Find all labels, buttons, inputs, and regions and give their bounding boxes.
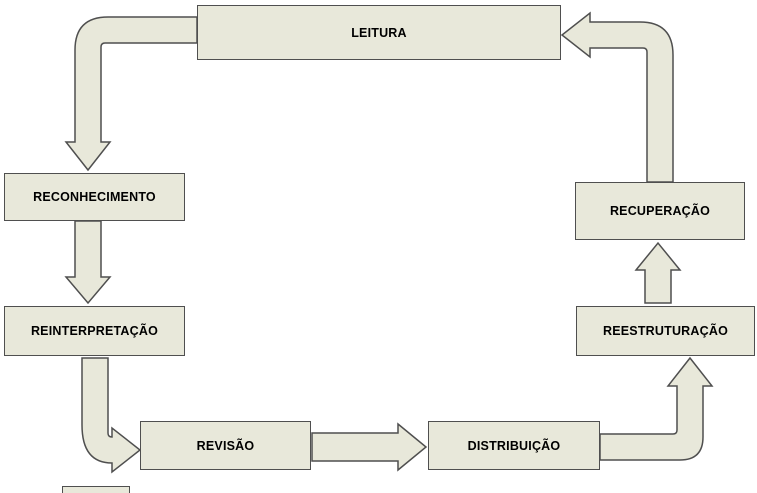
node-reconhecimento-label: RECONHECIMENTO xyxy=(33,190,156,204)
node-revisao: REVISÃO xyxy=(140,421,311,470)
node-distribuicao: DISTRIBUIÇÃO xyxy=(428,421,600,470)
node-leitura-label: LEITURA xyxy=(351,25,407,40)
arrow-distribuicao-to-reestruturacao xyxy=(599,356,714,461)
node-reestruturacao-label: REESTRUTURAÇÃO xyxy=(602,324,729,338)
arrow-leitura-to-reconhecimento xyxy=(64,16,198,172)
node-revisao-label: REVISÃO xyxy=(196,438,255,453)
cutoff-shape xyxy=(62,486,130,493)
node-recuperacao: RECUPERAÇÃO xyxy=(575,182,745,240)
arrow-reestruturacao-to-recuperacao xyxy=(634,241,682,304)
arrow-reconhecimento-to-reinterpretacao xyxy=(64,220,112,305)
node-leitura: LEITURA xyxy=(197,5,561,60)
node-reinterpretacao: REINTERPRETAÇÃO xyxy=(4,306,185,356)
arrow-reinterpretacao-to-revisao xyxy=(81,357,142,474)
arrow-revisao-to-distribuicao xyxy=(311,422,428,472)
node-recuperacao-label: RECUPERAÇÃO xyxy=(609,204,711,218)
node-distribuicao-label: DISTRIBUIÇÃO xyxy=(467,438,561,453)
arrow-recuperacao-to-leitura xyxy=(560,11,674,183)
node-reestruturacao: REESTRUTURAÇÃO xyxy=(576,306,755,356)
node-reinterpretacao-label: REINTERPRETAÇÃO xyxy=(30,324,159,338)
node-reconhecimento: RECONHECIMENTO xyxy=(4,173,185,221)
